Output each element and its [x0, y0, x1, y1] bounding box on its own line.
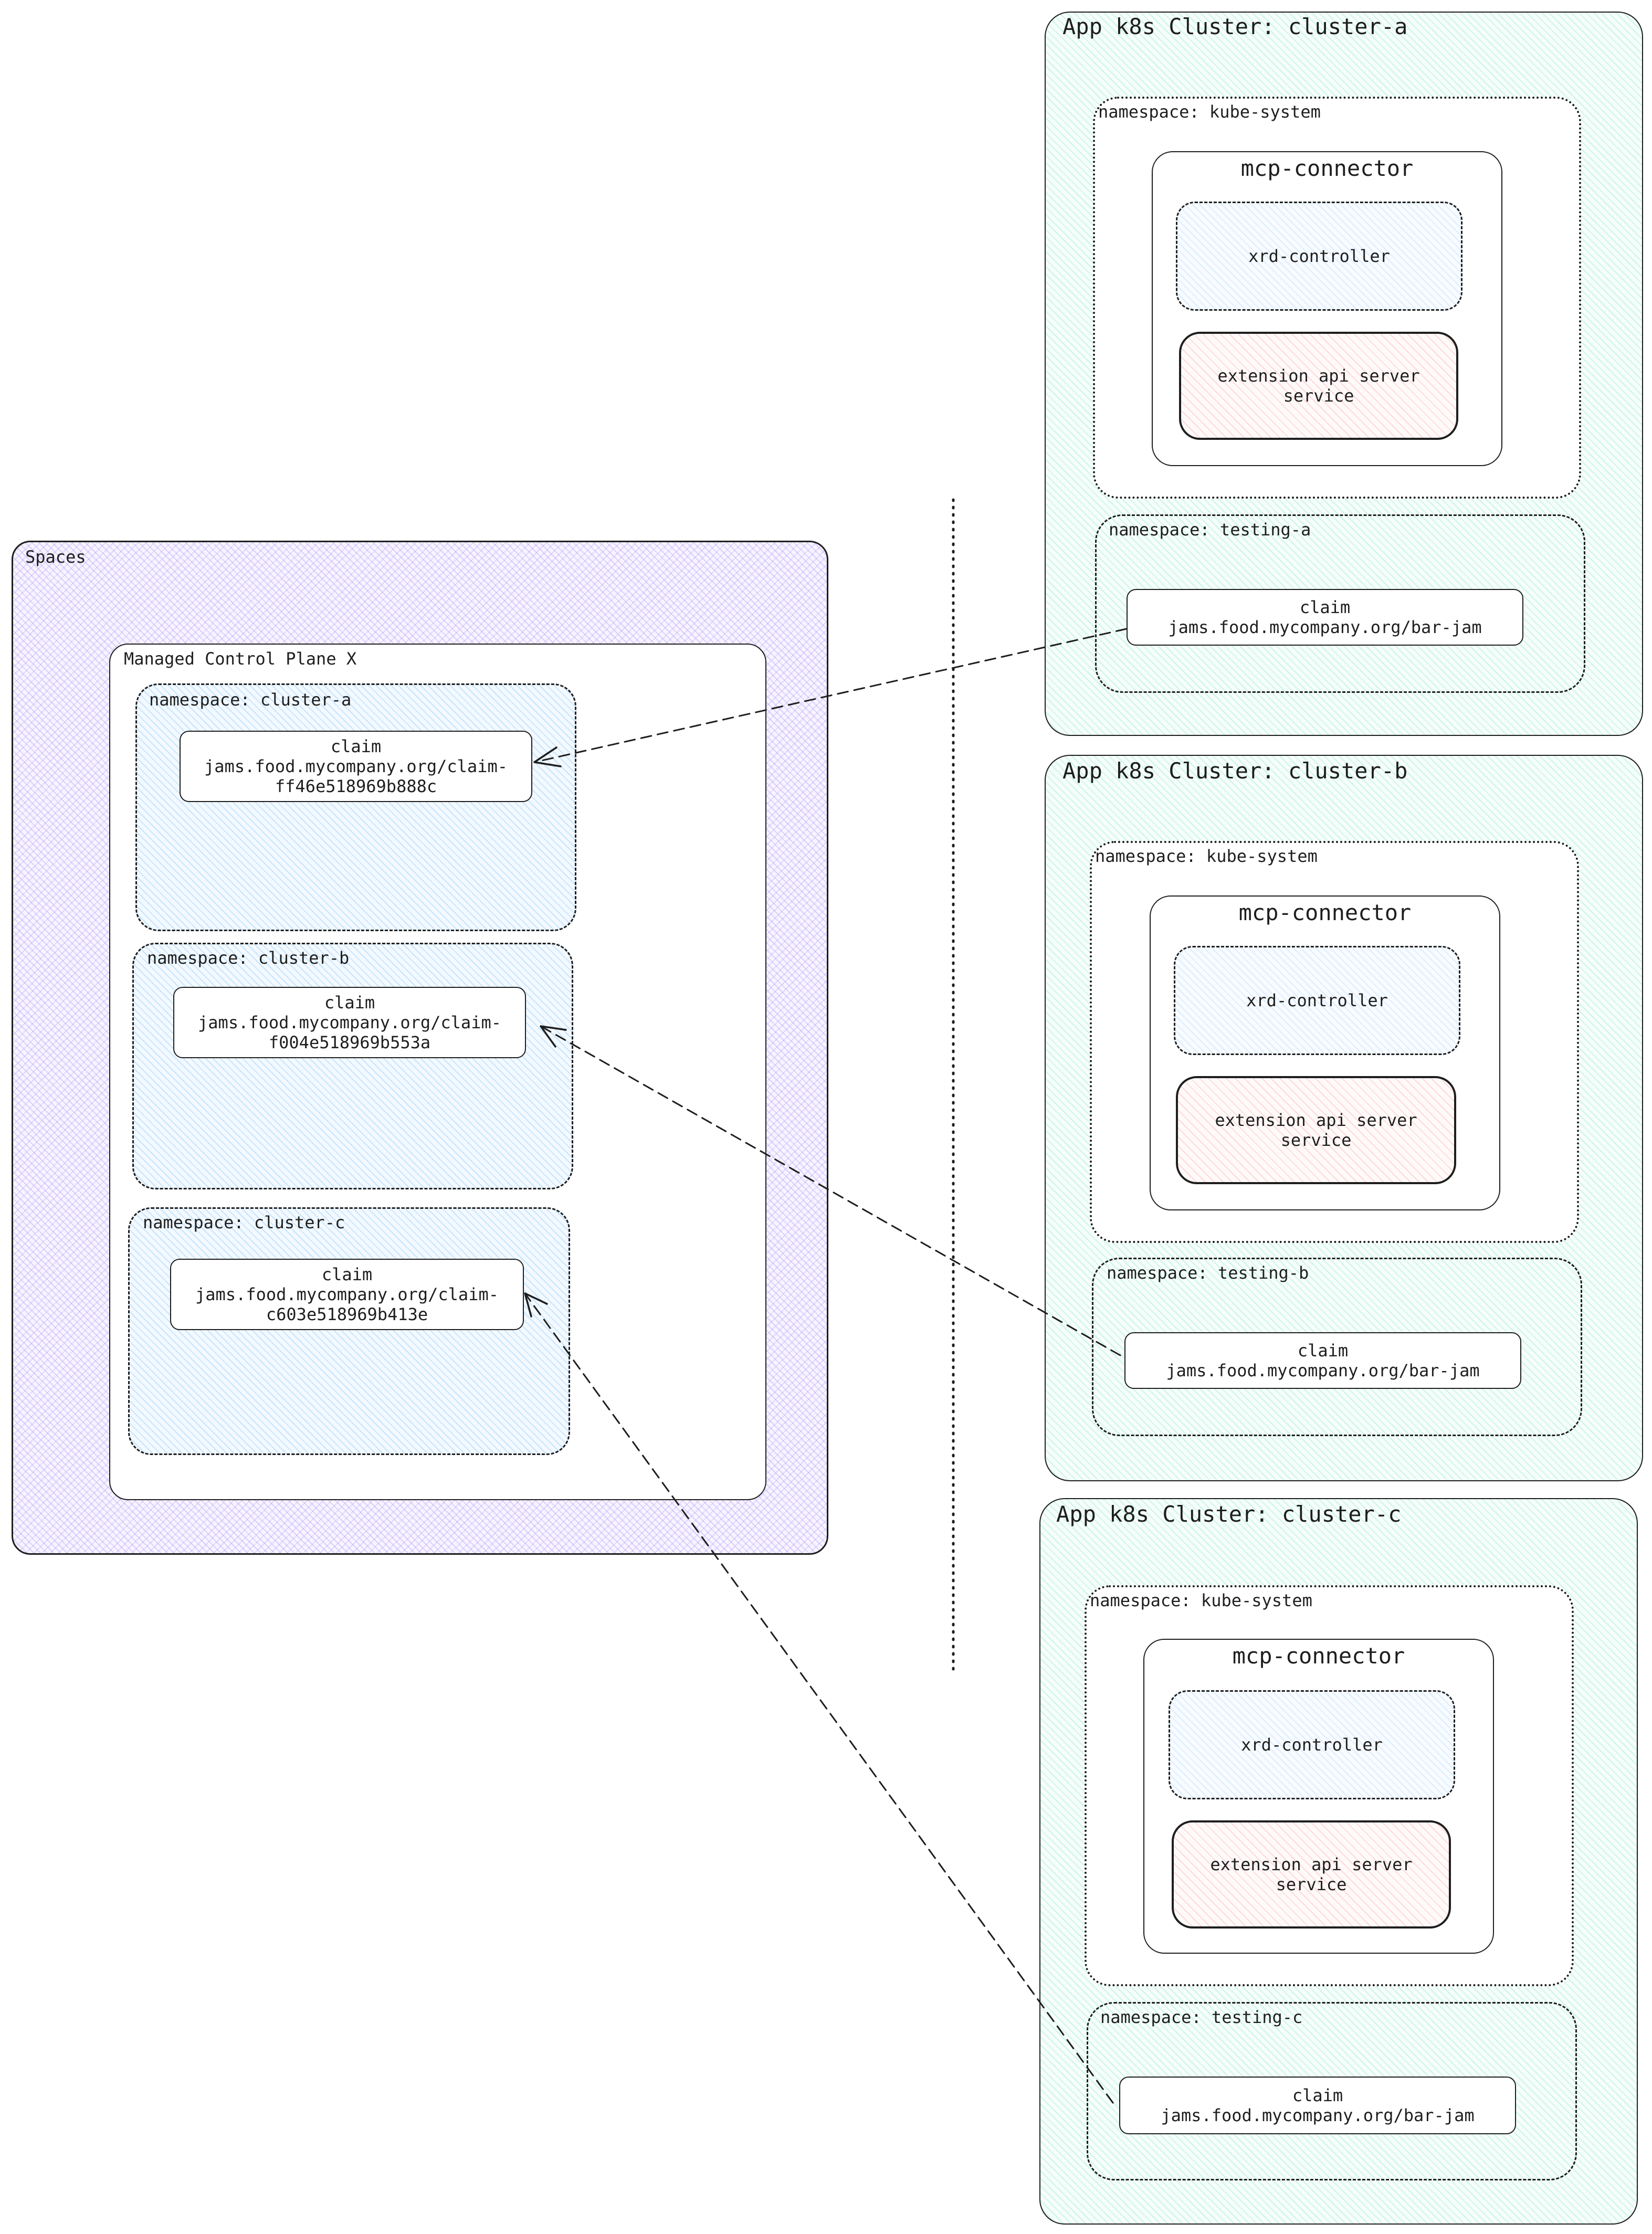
- cluster-c-xrd-controller-label: xrd-controller: [1241, 1735, 1383, 1755]
- cluster-b-claim-line2: jams.food.mycompany.org/bar-jam: [1166, 1361, 1480, 1381]
- mcp-claim-cluster-b-line3: f004e518969b553a: [268, 1032, 431, 1052]
- mcp-claim-cluster-a-line3: ff46e518969b888c: [275, 776, 437, 796]
- cluster-a-testing-namespace-label: namespace: testing-a: [1109, 520, 1311, 540]
- cluster-c-testing-namespace-label: namespace: testing-c: [1100, 2007, 1303, 2027]
- cluster-a-xrd-controller-label: xrd-controller: [1248, 246, 1390, 266]
- mcp-claim-cluster-c-line1: claim: [321, 1264, 373, 1284]
- arrowhead-claim-b: [540, 1025, 567, 1048]
- arrow-claim-a: [533, 628, 1128, 763]
- cluster-b-testing-namespace: [1092, 1258, 1582, 1436]
- cluster-c-kube-system-label: namespace: kube-system: [1090, 1590, 1312, 1610]
- mcp-claim-cluster-b[interactable]: claim jams.food.mycompany.org/claim- f00…: [173, 987, 526, 1058]
- mcp-claim-cluster-c-line2: jams.food.mycompany.org/claim-: [195, 1284, 499, 1304]
- arrow-claim-b: [540, 1025, 1121, 1356]
- mcp-claim-cluster-b-line2: jams.food.mycompany.org/claim-: [198, 1013, 501, 1032]
- cluster-b-extension-api-server[interactable]: extension api server service: [1176, 1076, 1456, 1184]
- cluster-b-claim[interactable]: claim jams.food.mycompany.org/bar-jam: [1124, 1332, 1521, 1389]
- mcp-claim-cluster-a-line2: jams.food.mycompany.org/claim-: [204, 756, 508, 776]
- cluster-b-mcp-connector-label: mcp-connector: [1238, 900, 1412, 925]
- cluster-b-xrd-controller-label: xrd-controller: [1246, 990, 1388, 1010]
- mcp-namespace-cluster-a-label: namespace: cluster-a: [149, 690, 352, 710]
- cluster-a-extension-api-line1: extension api server: [1217, 366, 1420, 386]
- cluster-c-testing-namespace: [1087, 2002, 1577, 2180]
- cluster-c-mcp-connector-label: mcp-connector: [1232, 1643, 1405, 1669]
- cluster-a-extension-api-line2: service: [1283, 386, 1354, 406]
- cluster-c-extension-api-line2: service: [1276, 1874, 1347, 1894]
- arrowhead-claim-a: [533, 746, 562, 767]
- mcp-claim-cluster-c-line3: c603e518969b413e: [266, 1304, 428, 1324]
- mcp-namespace-cluster-a: [135, 683, 576, 931]
- cluster-a-claim-line1: claim: [1299, 597, 1351, 617]
- cluster-b-extension-api-line1: extension api server: [1215, 1110, 1417, 1130]
- cluster-b-testing-namespace-label: namespace: testing-b: [1107, 1263, 1309, 1283]
- cluster-c-extension-api-line1: extension api server: [1210, 1854, 1413, 1874]
- mcp-namespace-cluster-c-label: namespace: cluster-c: [143, 1213, 345, 1232]
- mcp-claim-cluster-b-line1: claim: [324, 993, 375, 1013]
- mcp-claim-cluster-a-line1: claim: [330, 736, 382, 756]
- cluster-a-extension-api-server[interactable]: extension api server service: [1179, 332, 1458, 440]
- app-cluster-a-title: App k8s Cluster: cluster-a: [1062, 14, 1408, 39]
- cluster-c-extension-api-server[interactable]: extension api server service: [1172, 1820, 1451, 1929]
- mcp-namespace-cluster-b: [132, 943, 573, 1189]
- cluster-b-extension-api-line2: service: [1280, 1130, 1352, 1150]
- arrow-claim-c: [524, 1292, 1114, 2104]
- mcp-claim-cluster-a[interactable]: claim jams.food.mycompany.org/claim- ff4…: [180, 731, 532, 802]
- app-cluster-c-title: App k8s Cluster: cluster-c: [1056, 1501, 1402, 1527]
- cluster-a-mcp-connector-label: mcp-connector: [1240, 155, 1414, 181]
- spaces-title: Spaces: [25, 547, 86, 567]
- mcp-namespace-cluster-c: [128, 1207, 570, 1455]
- cluster-b-claim-line1: claim: [1297, 1341, 1349, 1361]
- cluster-c-xrd-controller[interactable]: xrd-controller: [1169, 1690, 1455, 1799]
- mcp-namespace-cluster-b-label: namespace: cluster-b: [147, 948, 350, 968]
- managed-control-plane-title: Managed Control Plane X: [124, 649, 357, 669]
- cluster-b-kube-system-label: namespace: kube-system: [1095, 846, 1318, 866]
- cluster-c-claim-line1: claim: [1292, 2085, 1343, 2105]
- cluster-a-claim[interactable]: claim jams.food.mycompany.org/bar-jam: [1127, 589, 1523, 646]
- mcp-claim-cluster-c[interactable]: claim jams.food.mycompany.org/claim- c60…: [170, 1259, 524, 1330]
- cluster-a-xrd-controller[interactable]: xrd-controller: [1176, 202, 1462, 311]
- app-cluster-b-title: App k8s Cluster: cluster-b: [1062, 758, 1408, 784]
- cluster-a-kube-system-label: namespace: kube-system: [1098, 102, 1321, 122]
- cluster-c-claim-line2: jams.food.mycompany.org/bar-jam: [1161, 2105, 1475, 2125]
- cluster-a-claim-line2: jams.food.mycompany.org/bar-jam: [1168, 617, 1482, 637]
- cluster-c-claim[interactable]: claim jams.food.mycompany.org/bar-jam: [1119, 2077, 1516, 2134]
- arrowhead-claim-c: [524, 1292, 548, 1318]
- cluster-b-xrd-controller[interactable]: xrd-controller: [1174, 946, 1460, 1055]
- cluster-a-testing-namespace: [1095, 514, 1585, 693]
